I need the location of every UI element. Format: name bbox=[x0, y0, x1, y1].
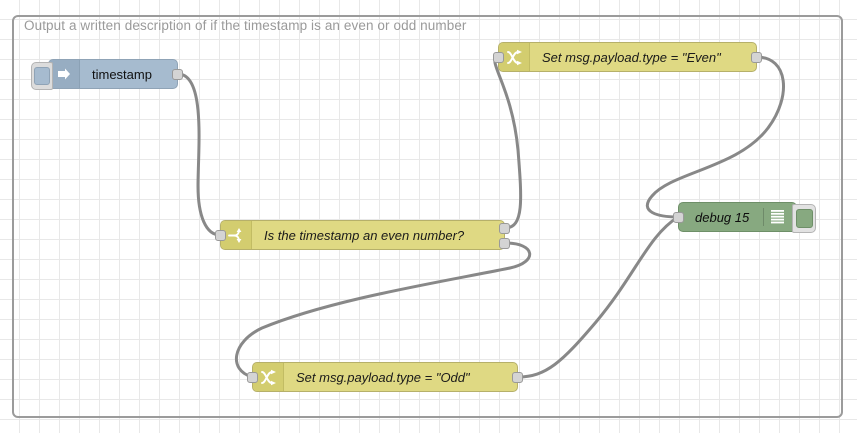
arrow-right-icon bbox=[49, 60, 80, 88]
node-change-odd[interactable]: Set msg.payload.type = "Odd" bbox=[247, 362, 523, 392]
node-label-debug: debug 15 bbox=[695, 209, 750, 225]
port-output-switch-1[interactable] bbox=[499, 223, 510, 234]
debug-toggle-knob bbox=[795, 209, 813, 228]
node-label-switch: Is the timestamp an even number? bbox=[264, 227, 465, 243]
shuffle-icon bbox=[499, 43, 530, 71]
port-output-switch-2[interactable] bbox=[499, 238, 510, 249]
port-output-change-even[interactable] bbox=[751, 52, 762, 63]
port-input-switch[interactable] bbox=[215, 230, 226, 241]
port-output-change-odd[interactable] bbox=[512, 372, 523, 383]
wire-change-odd-to-debug[interactable] bbox=[516, 215, 680, 379]
node-change-even[interactable]: Set msg.payload.type = "Even" bbox=[493, 42, 762, 72]
wire-switch-out2-to-change-odd[interactable] bbox=[235, 241, 532, 379]
wire-change-even-to-debug[interactable] bbox=[645, 55, 785, 219]
wire-inject-to-switch[interactable] bbox=[176, 72, 222, 237]
node-label-change-odd: Set msg.payload.type = "Odd" bbox=[296, 369, 470, 385]
shuffle-icon bbox=[253, 363, 284, 391]
inject-trigger-button[interactable] bbox=[31, 62, 53, 90]
port-input-debug[interactable] bbox=[673, 212, 684, 223]
port-input-change-odd[interactable] bbox=[247, 372, 258, 383]
debug-divider bbox=[763, 208, 765, 226]
port-input-change-even[interactable] bbox=[493, 52, 504, 63]
wire-switch-out1-to-change-even[interactable] bbox=[493, 55, 523, 230]
node-label-change-even: Set msg.payload.type = "Even" bbox=[542, 49, 721, 65]
inject-trigger-knob bbox=[34, 67, 50, 85]
switch-branch-icon bbox=[221, 221, 252, 249]
port-output-inject[interactable] bbox=[172, 69, 183, 80]
debug-toggle-button[interactable] bbox=[792, 204, 816, 233]
node-inject-timestamp[interactable]: timestamp bbox=[31, 59, 183, 90]
debug-lines-icon bbox=[764, 203, 790, 231]
node-debug-15[interactable]: debug 15 bbox=[673, 202, 816, 233]
flow-group-title: Output a written description of if the t… bbox=[24, 18, 467, 33]
node-label-inject: timestamp bbox=[92, 66, 152, 82]
node-switch-even[interactable]: Is the timestamp an even number? bbox=[215, 220, 510, 250]
